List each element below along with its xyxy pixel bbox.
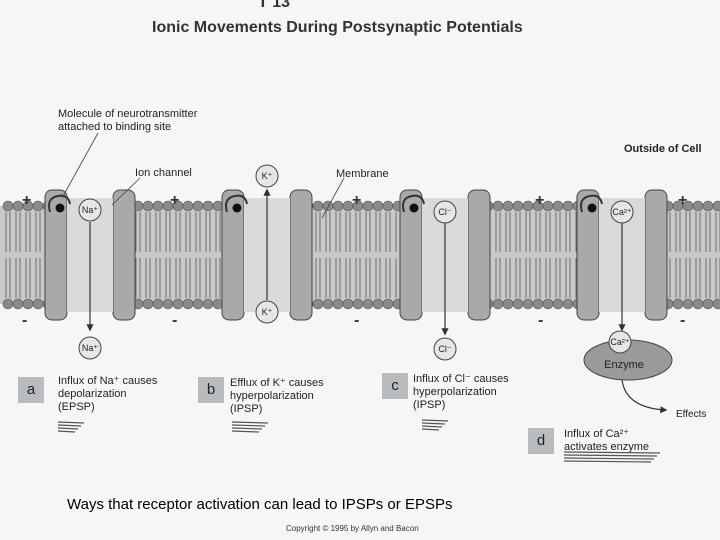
cl-ion-top: Cl⁻ [433, 200, 457, 224]
enzyme: Enzyme [583, 339, 673, 381]
minus-sign: - [354, 312, 360, 329]
binding-site [225, 194, 248, 213]
binding-site [48, 194, 71, 213]
panel-a-text: Influx of Na⁺ causes depolarization (EPS… [58, 375, 158, 413]
molecule-pointer [61, 132, 99, 199]
panel-c-text: Influx of Cl⁻ causes hyperpolarization (… [413, 373, 509, 411]
panel-c-letter: c [382, 373, 408, 399]
minus-sign: - [538, 312, 544, 329]
membrane-pointer [321, 177, 345, 219]
svg-text:K⁺: K⁺ [262, 171, 273, 181]
copyright: Copyright © 1995 by Allyn and Bacon [286, 524, 419, 533]
svg-text:Enzyme: Enzyme [604, 359, 644, 371]
na-ion-top: Na⁺ [78, 198, 102, 222]
page-title: Ionic Movements During Postsynaptic Pote… [152, 19, 523, 36]
svg-text:Ca²⁺: Ca²⁺ [610, 337, 630, 347]
cl-ion-bottom: Cl⁻ [433, 337, 457, 361]
pen-marks [421, 419, 449, 431]
panel-d-text: Influx of Ca²⁺ activates enzyme [564, 428, 649, 453]
na-ion-bottom: Na⁺ [78, 336, 102, 360]
plus-sign: + [535, 192, 545, 209]
panel-a-letter: a [18, 377, 44, 403]
pen-marks [563, 451, 661, 463]
binding-site [402, 194, 425, 213]
svg-text:Cl⁻: Cl⁻ [438, 344, 451, 354]
svg-text:Cl⁻: Cl⁻ [438, 207, 451, 217]
plus-sign: + [678, 192, 688, 209]
minus-sign: - [680, 312, 686, 329]
binding-site [580, 194, 603, 213]
svg-text:Ca²⁺: Ca²⁺ [612, 207, 632, 217]
svg-text:K⁺: K⁺ [262, 307, 273, 317]
effects-arrow [621, 379, 668, 414]
plus-sign: + [352, 192, 362, 209]
ion-channel-label: Ion channel [135, 167, 192, 179]
neurotransmitter-molecule [232, 203, 242, 213]
membrane-label: Membrane [336, 168, 389, 180]
panel-b-text: Efflux of K⁺ causes hyperpolarization (I… [230, 377, 324, 415]
ion-channel-pointer [111, 177, 141, 206]
slide-number: T 13 [258, 0, 291, 11]
panel-d-letter: d [528, 428, 554, 454]
svg-text:Na⁺: Na⁺ [82, 205, 99, 215]
ca-ion-top: Ca²⁺ [610, 200, 634, 224]
molecule-label: Molecule of neurotransmitter attached to… [58, 108, 198, 133]
neurotransmitter-molecule [587, 203, 597, 213]
neurotransmitter-molecule [55, 203, 65, 213]
panel-b-letter: b [198, 377, 224, 403]
minus-sign: - [172, 312, 178, 329]
k-ion-top: K⁺ [255, 164, 279, 188]
k-ion-bottom: K⁺ [255, 300, 279, 324]
outside-cell-label: Outside of Cell [624, 143, 702, 155]
plus-sign: + [22, 192, 32, 209]
pen-marks [57, 421, 85, 433]
plus-sign: + [170, 192, 180, 209]
ca-ion-bottom: Ca²⁺ [608, 330, 632, 354]
neurotransmitter-molecule [409, 203, 419, 213]
effects-label: Effects [676, 409, 706, 420]
ion-channel-cl [399, 189, 491, 321]
minus-sign: - [22, 312, 28, 329]
svg-text:Na⁺: Na⁺ [82, 343, 99, 353]
caption: Ways that receptor activation can lead t… [67, 496, 453, 513]
pen-marks [231, 421, 269, 433]
